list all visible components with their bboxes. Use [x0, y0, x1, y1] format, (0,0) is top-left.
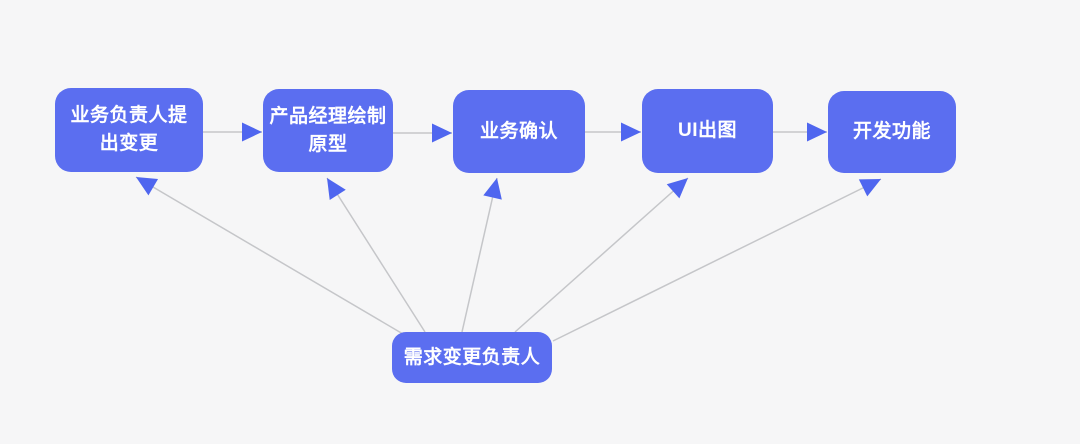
- node-develop-feature[interactable]: 开发功能: [828, 91, 956, 173]
- edge-n6-n3: [461, 177, 502, 333]
- node-business-confirmation[interactable]: 业务确认: [453, 90, 585, 173]
- node-label: 业务负责人提出变更: [70, 105, 188, 154]
- node-pm-draws-prototype[interactable]: 产品经理绘制原型: [263, 89, 393, 172]
- node-label: 需求变更负责人: [403, 346, 541, 368]
- node-label: 产品经理绘制原型: [269, 105, 387, 155]
- node-label: 业务确认: [479, 120, 558, 142]
- edge-n6-n1: [135, 176, 404, 335]
- node-business-owner-proposes-change[interactable]: 业务负责人提出变更: [55, 88, 203, 172]
- edge-n6-n5: [552, 178, 882, 342]
- edge-n6-n4: [514, 177, 689, 333]
- node-label: UI出图: [677, 120, 737, 142]
- node-ui-output[interactable]: UI出图: [642, 89, 773, 173]
- node-label: 开发功能: [852, 121, 931, 143]
- edge-n6-n2: [326, 177, 426, 333]
- node-requirement-change-owner[interactable]: 需求变更负责人: [392, 332, 552, 383]
